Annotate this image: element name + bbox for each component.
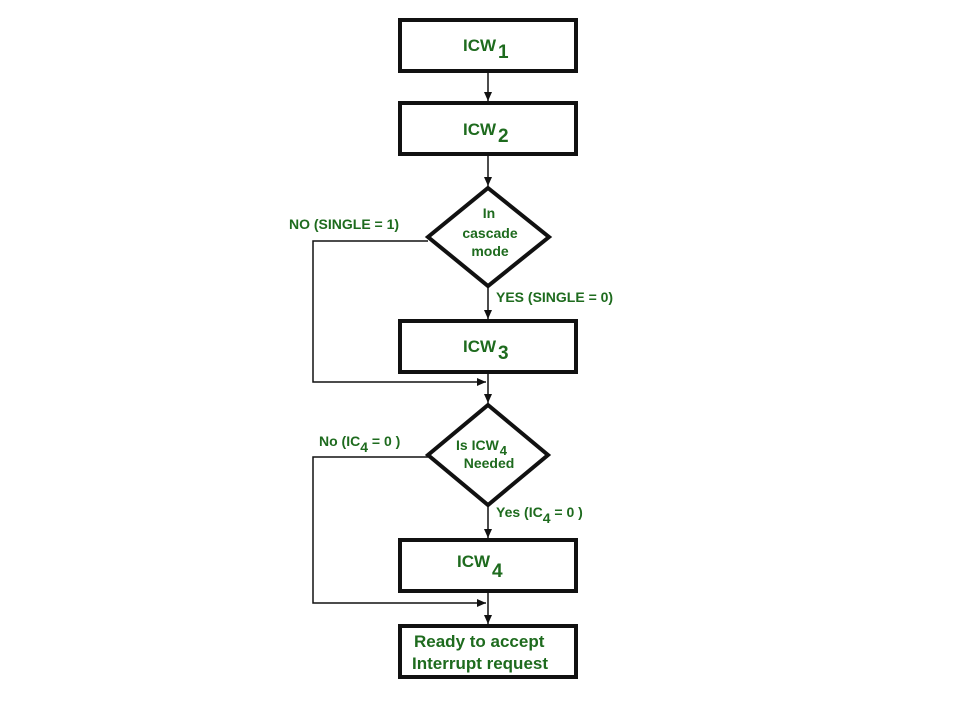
edge-cascade-no [312,240,486,386]
cascade-line3: mode [471,243,509,259]
cascade-line2: cascade [462,225,517,241]
ready-line2: Interrupt request [412,654,548,673]
icw3-box [398,319,578,374]
icw4-decision-line2: Needed [464,455,515,471]
cascade-line1: In [483,205,495,221]
ready-box [398,624,578,679]
ready-line1: Ready to accept [414,632,545,651]
icw4-yes-label: Yes (IC4 = 0 ) [496,504,583,526]
edge-icw4-no [312,456,486,607]
cascade-yes-label: YES (SINGLE = 0) [496,289,613,305]
icw4-decision-line1: Is ICW4 [456,437,508,458]
icw4-no-label: No (IC4 = 0 ) [319,433,400,455]
cascade-no-label: NO (SINGLE = 1) [289,216,399,232]
